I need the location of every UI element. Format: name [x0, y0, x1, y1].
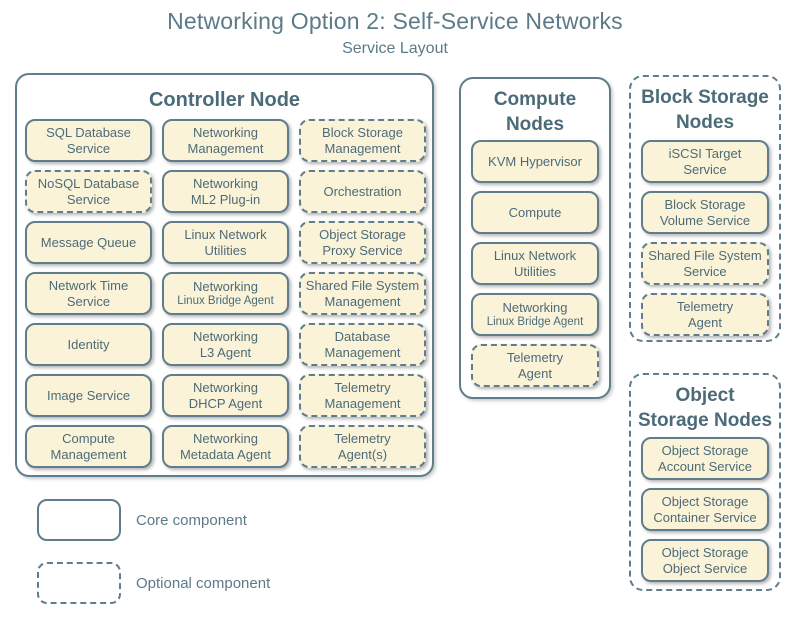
service-object-storage-object-service: Object Storage Object Service	[641, 539, 769, 582]
service-label: KVM Hypervisor	[488, 153, 582, 169]
node-block-storage: Block Storage Nodes iSCSI Target Service…	[629, 75, 781, 342]
service-label: Networking DHCP Agent	[188, 379, 263, 411]
service-label: Shared File System Service	[648, 247, 762, 279]
service-label: Block Storage Volume Service	[659, 196, 751, 228]
service-label: Networking	[192, 278, 259, 294]
page-subtitle: Service Layout	[342, 40, 448, 57]
service-label: Object Storage Container Service	[653, 493, 757, 525]
legend-optional: Optional component	[37, 562, 270, 604]
service-label: Linux Network Utilities	[184, 226, 267, 258]
service-iscsi-target-service: iSCSI Target Service	[641, 140, 769, 183]
service-label: Shared File System Management	[305, 277, 420, 309]
node-object-storage: Object Storage Nodes Object Storage Acco…	[629, 373, 781, 591]
legend-core-label: Core component	[136, 511, 247, 529]
service-networking-l3-agent: Networking L3 Agent	[162, 323, 289, 366]
service-orchestration: Orchestration	[299, 170, 426, 213]
service-object-storage-proxy-service: Object Storage Proxy Service	[299, 221, 426, 264]
service-label: Message Queue	[40, 234, 137, 250]
service-networking-ml2-plug-in: Networking ML2 Plug-in	[162, 170, 289, 213]
service-sql-database-service: SQL Database Service	[25, 119, 152, 162]
service-linux-network-utilities: Linux Network Utilities	[471, 242, 599, 285]
service-label: SQL Database Service	[46, 124, 131, 156]
service-networking-metadata-agent: Networking Metadata Agent	[162, 425, 289, 468]
service-image-service: Image Service	[25, 374, 152, 417]
service-sublabel: Linux Bridge Agent	[486, 315, 584, 328]
node-compute-title: Compute Nodes	[493, 89, 577, 135]
service-telemetry-agent-s: Telemetry Agent(s)	[299, 425, 426, 468]
service-network-time-service: Network Time Service	[25, 272, 152, 315]
service-networking-management: Networking Management	[162, 119, 289, 162]
service-nosql-database-service: NoSQL Database Service	[25, 170, 152, 213]
service-telemetry-management: Telemetry Management	[299, 374, 426, 417]
service-label: Identity	[67, 336, 110, 352]
service-identity: Identity	[25, 323, 152, 366]
service-compute-management: Compute Management	[25, 425, 152, 468]
service-label: Object Storage Object Service	[661, 544, 749, 576]
service-linux-network-utilities: Linux Network Utilities	[162, 221, 289, 264]
service-telemetry-agent: Telemetry Agent	[641, 293, 769, 336]
service-label: Object Storage Proxy Service	[319, 226, 406, 258]
page-title: Networking Option 2: Self-Service Networ…	[167, 8, 623, 34]
service-shared-file-system-service: Shared File System Service	[641, 242, 769, 285]
service-label: Image Service	[46, 387, 131, 403]
service-label: Networking ML2 Plug-in	[190, 175, 261, 207]
service-compute: Compute	[471, 191, 599, 234]
core-component-swatch	[37, 499, 121, 541]
node-object-storage-title: Object Storage Nodes	[637, 385, 773, 431]
service-networking-dhcp-agent: Networking DHCP Agent	[162, 374, 289, 417]
service-sublabel: Linux Bridge Agent	[177, 294, 274, 307]
service-object-storage-container-service: Object Storage Container Service	[641, 488, 769, 531]
service-telemetry-agent: Telemetry Agent	[471, 344, 599, 387]
node-block-storage-title: Block Storage Nodes	[641, 87, 769, 133]
service-label: iSCSI Target Service	[668, 145, 742, 177]
service-block-storage-volume-service: Block Storage Volume Service	[641, 191, 769, 234]
service-label: Database Management	[324, 328, 401, 360]
service-shared-file-system-management: Shared File System Management	[299, 272, 426, 315]
service-label: Telemetry Agent	[676, 298, 734, 330]
service-label: Compute	[508, 204, 562, 220]
service-label: Compute Management	[50, 430, 127, 462]
service-label: Block Storage Management	[322, 124, 403, 156]
legend-optional-label: Optional component	[136, 574, 271, 592]
service-label: Network Time Service	[48, 277, 129, 309]
service-label: Telemetry Management	[324, 379, 401, 411]
service-label: NoSQL Database Service	[37, 175, 140, 207]
service-block-storage-management: Block Storage Management	[299, 119, 426, 162]
service-object-storage-account-service: Object Storage Account Service	[641, 437, 769, 480]
service-label: Orchestration	[323, 183, 402, 199]
service-label: Linux Network Utilities	[493, 247, 577, 279]
service-message-queue: Message Queue	[25, 221, 152, 264]
service-kvm-hypervisor: KVM Hypervisor	[471, 140, 599, 183]
legend-core: Core component	[37, 499, 247, 541]
node-controller-services: SQL Database Service Networking Managemen…	[25, 119, 426, 468]
service-label: Telemetry Agent(s)	[334, 430, 391, 462]
service-label: Networking Management	[187, 124, 264, 156]
service-label: Networking Metadata Agent	[179, 430, 272, 462]
service-label: Networking L3 Agent	[192, 328, 259, 360]
optional-component-swatch	[37, 562, 121, 604]
service-label: Object Storage Account Service	[658, 442, 752, 474]
service-database-management: Database Management	[299, 323, 426, 366]
service-label: Networking	[502, 299, 568, 315]
node-controller-title: Controller Node	[148, 89, 301, 111]
service-label: Telemetry Agent	[506, 349, 564, 381]
